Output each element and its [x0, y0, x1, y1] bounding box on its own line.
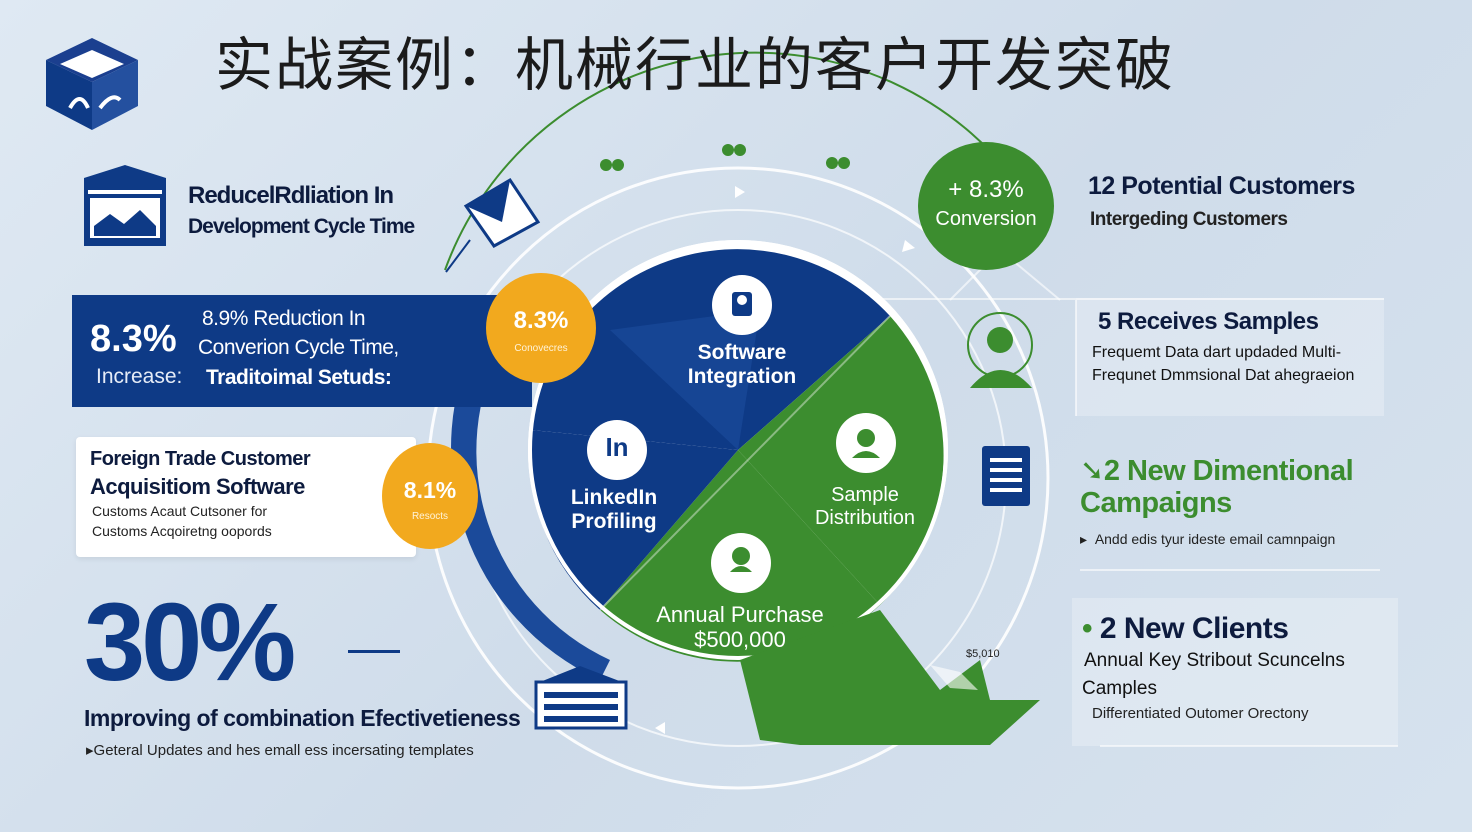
orange-badge-1: 8.3% Conovecres	[486, 273, 596, 383]
down-arrow-icon: ➘	[1080, 455, 1104, 487]
green-badge-label: Conversion	[935, 208, 1037, 230]
stat-banner	[72, 295, 532, 407]
stat-dash	[348, 650, 400, 653]
segment-sample-label: Sample Distribution	[814, 484, 916, 529]
orange-badge-2-label: Resocts	[411, 511, 449, 522]
samples-line-1: Frequemt Data dart updaded Multi-	[1092, 344, 1342, 361]
banner-line-3: Traditoimal Setuds:	[206, 366, 392, 389]
people-icon	[600, 144, 850, 171]
samples-panel	[1076, 298, 1384, 416]
wheel-segment-sample	[738, 316, 944, 605]
clients-line-1: Annual Key Stribout Scuncelns	[1084, 650, 1345, 671]
page-title: 实战案例：机械行业的客户开发突破	[215, 31, 1176, 99]
green-orbit-arc	[444, 51, 1031, 271]
campaigns-title: ➘2 New Dimentional Campaigns	[1080, 455, 1354, 520]
card-sub-2: Customs Acqoiretng oopords	[92, 523, 272, 539]
segment-software-label: Software Integration	[687, 341, 797, 389]
clients-panel	[1072, 598, 1398, 746]
big-stat-label: Improving of combination Efectivetieness	[84, 705, 521, 731]
person-icon	[967, 312, 1033, 388]
clients-title-text: 2 New Clients	[1099, 612, 1289, 645]
user-badge-icon	[712, 275, 772, 335]
segment-linkedin-label: LinkedIn Profiling	[570, 486, 658, 534]
campaigns-title-line-1: ➘2 New Dimentional	[1080, 455, 1354, 488]
banner-line-1: 8.9% Reduction In	[202, 307, 366, 330]
potential-customers-subtitle: Intergeding Customers	[1090, 209, 1288, 230]
green-badge-value: + 8.3%	[948, 176, 1024, 203]
potential-customers-title: 12 Potential Customers	[1088, 172, 1355, 200]
pin-icon	[711, 533, 771, 593]
annual-line-2: $500,000	[694, 627, 786, 653]
linkedin-icon-text: In	[605, 432, 629, 462]
banner-line-2: Converion Cycle Time,	[198, 336, 399, 359]
segment-annual-label: Annual Purchase $500,000	[620, 602, 860, 653]
bullet-icon: •	[1082, 612, 1093, 645]
samples-line-2: Frequnet Dmmsional Dat ahegraeion	[1092, 367, 1355, 384]
cube-logo-icon	[46, 38, 138, 130]
linkedin-icon	[587, 420, 647, 480]
wheel-segment-linkedin	[529, 430, 738, 610]
big-stat-note: ▸Geteral Updates and hes emall ess incer…	[86, 742, 474, 759]
clients-line-3: Differentiated Outomer Orectony	[1092, 705, 1309, 722]
card-title-1: Foreign Trade Customer	[90, 448, 311, 470]
big-stat-note-text: Geteral Updates and hes emall ess incers…	[93, 742, 474, 759]
envelope-icon	[445, 177, 541, 273]
orange-badge-2-value: 8.1%	[403, 477, 457, 503]
clients-title: • 2 New Clients	[1082, 612, 1289, 646]
campaigns-title-line-1-text: 2 New Dimentional	[1103, 455, 1354, 487]
building-icon	[534, 666, 628, 730]
orange-badge-1-label: Conovecres	[514, 343, 568, 354]
software-card	[76, 437, 416, 557]
campaigns-note-text: Andd edis tyur ideste email camnpaign	[1094, 531, 1336, 547]
campaigns-title-line-2: Campaigns	[1080, 486, 1232, 519]
card-title-2: Acquisitiom Software	[90, 474, 305, 499]
card-sub-1: Customs Acaut Cutsoner for	[92, 503, 268, 519]
campaigns-note: ▸ Andd edis tyur ideste email camnpaign	[1080, 531, 1336, 547]
reduction-subtitle: Development Cycle Time	[188, 215, 415, 238]
growth-arrow-icon	[740, 610, 1040, 745]
samples-title: 5 Receives Samples	[1098, 308, 1319, 335]
banner-value: 8.3%	[90, 318, 177, 360]
green-conversion-badge: + 8.3% Conversion	[918, 142, 1054, 270]
document-icon	[982, 446, 1030, 506]
annual-line-1: Annual Purchase	[656, 602, 824, 627]
big-stat-value: 30%	[84, 581, 296, 704]
clients-line-2: Camples	[1082, 678, 1157, 699]
orange-badge-2: 8.1% Resocts	[382, 443, 478, 549]
price-label: $5,010	[966, 648, 1000, 660]
factory-icon	[84, 165, 166, 246]
reduction-title: ReducelRdliation In	[188, 182, 394, 209]
banner-increase-label: Increase:	[96, 365, 183, 388]
orange-badge-1-value: 8.3%	[513, 307, 569, 334]
user-circle-icon	[836, 413, 896, 473]
